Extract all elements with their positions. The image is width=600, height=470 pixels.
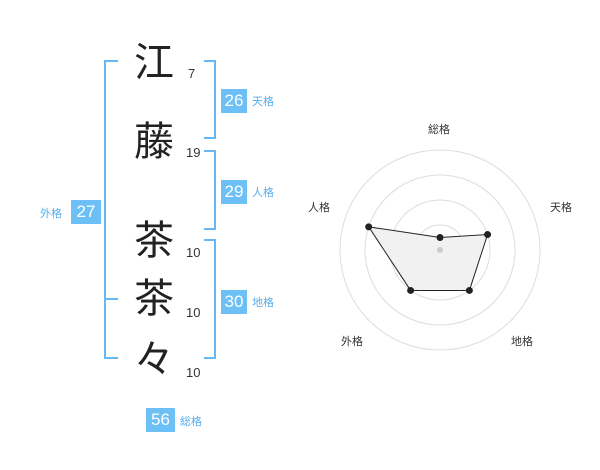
radar-axis-label-tenkaku: 天格	[550, 201, 572, 214]
stroke-count-4: 10	[186, 305, 201, 320]
radar-point-3	[465, 286, 473, 294]
radar-axis-label-soukaku: 総格	[428, 123, 450, 136]
radar-axis-label-chikaku: 地格	[511, 335, 533, 348]
radar-point-4	[407, 286, 415, 294]
chikaku-label: 地格	[252, 296, 274, 309]
stroke-count-2: 19	[186, 145, 201, 160]
name-char-1: 江	[134, 40, 174, 86]
radar-point-2	[484, 231, 492, 239]
gaikaku-value: 27	[71, 200, 101, 224]
jinkaku-value: 29	[221, 180, 247, 204]
stroke-count-3: 10	[186, 245, 201, 260]
stroke-count-1: 7	[188, 66, 196, 81]
radar-series-area	[367, 226, 489, 291]
soukaku-value: 56	[146, 408, 175, 432]
radar-axis-label-jinkaku: 人格	[308, 201, 330, 214]
chikaku-value: 30	[221, 290, 247, 314]
name-char-2: 藤	[134, 119, 174, 165]
stroke-count-5: 10	[186, 365, 201, 380]
gaikaku-label: 外格	[40, 207, 62, 220]
name-char-3: 茶	[134, 218, 174, 264]
tenkaku-label: 天格	[252, 95, 274, 108]
radar-point-1	[436, 234, 444, 241]
soukaku-label: 総格	[180, 415, 202, 428]
name-char-4: 茶	[134, 276, 174, 322]
radar-point-5	[365, 223, 373, 231]
radar-grid-ring	[364, 174, 516, 326]
radar-axis-label-gaikaku: 外格	[341, 335, 363, 348]
radar-grid-ring	[339, 149, 541, 351]
radar-center-dot	[437, 247, 443, 253]
tenkaku-value: 26	[221, 89, 247, 113]
name-char-5: 々	[134, 337, 174, 383]
jinkaku-label: 人格	[252, 186, 274, 199]
